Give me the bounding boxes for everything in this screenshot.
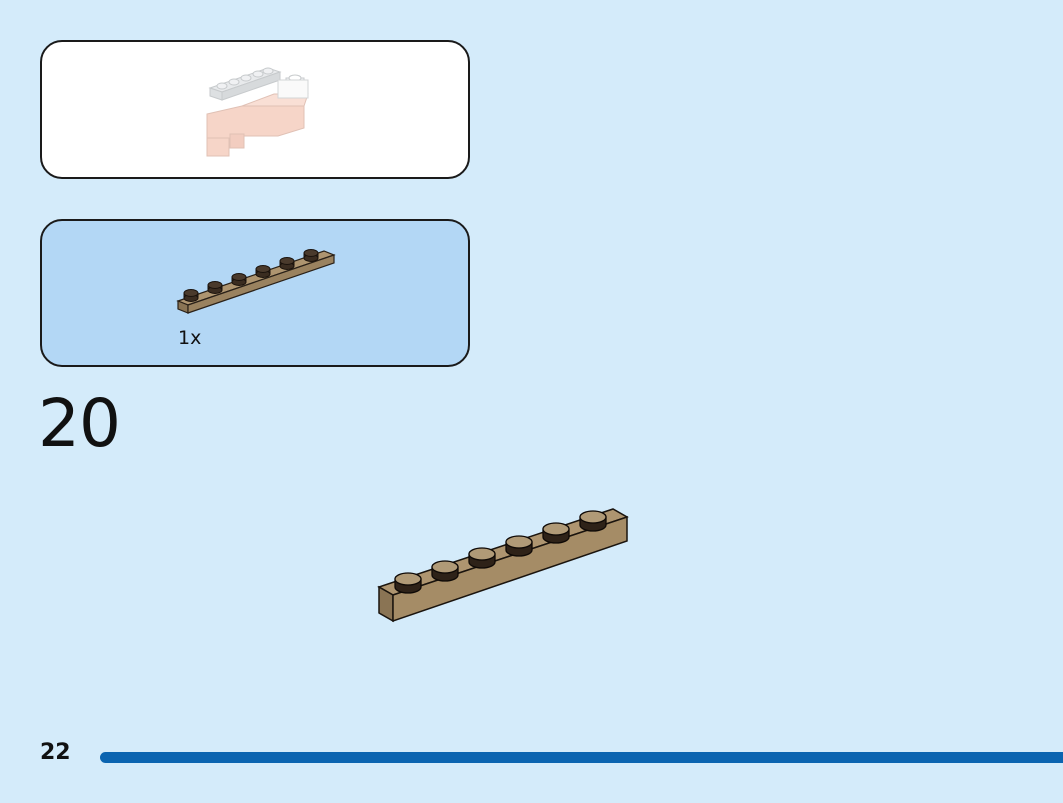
progress-bar-fill — [100, 752, 1063, 763]
plate-1x6-build — [377, 508, 629, 623]
part-image-plate-1x6 — [176, 249, 336, 314]
progress-bar — [100, 752, 1063, 763]
build-illustration — [370, 485, 640, 634]
part-quantity: 1x — [178, 327, 202, 349]
step-number: 20 — [38, 385, 121, 462]
model-preview-panel — [40, 40, 470, 179]
parts-list-panel: 1x — [40, 219, 470, 367]
page-number: 22 — [40, 740, 71, 765]
model-preview-image — [206, 67, 309, 157]
